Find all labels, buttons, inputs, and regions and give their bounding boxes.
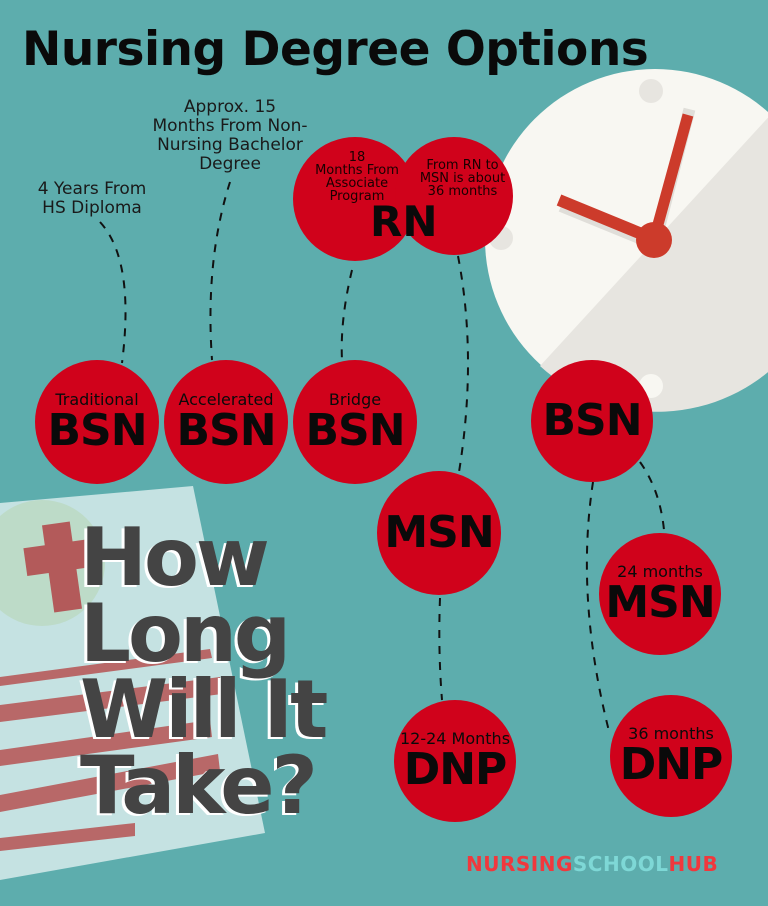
- circle-sub-label: Accelerated: [178, 389, 274, 409]
- clock-icon: [485, 69, 768, 412]
- brand-part: HUB: [668, 852, 719, 876]
- accelerated-bsn-circle: Accelerated BSN: [164, 360, 288, 484]
- msn-right-circle: 24 months MSN: [599, 533, 721, 655]
- page-title: Nursing Degree Options: [22, 22, 649, 77]
- note-line: 36 months: [427, 184, 498, 199]
- note-line: MSN is about: [419, 171, 506, 186]
- circle-label: BSN: [305, 404, 405, 456]
- rn-right-circle: [395, 137, 513, 255]
- accelerated-duration-note: Approx. 15 Months From Non- Nursing Bach…: [150, 98, 310, 174]
- circle-label: BSN: [47, 404, 147, 456]
- circle-label: BSN: [542, 395, 642, 446]
- brand-part: SCHOOL: [572, 852, 669, 876]
- rn-associate-note: 18 Months From Associate Program: [297, 151, 417, 203]
- rn-to-msn-note: From RN to MSN is about 36 months: [415, 159, 510, 198]
- circle-sub-label: Bridge: [328, 389, 382, 409]
- headline-line: How: [80, 511, 270, 604]
- note-line: HS Diploma: [42, 198, 142, 218]
- circle-sub-label: 24 months: [617, 561, 703, 581]
- circle-sub-label: 12-24 Months: [399, 728, 511, 748]
- headline-line: Will It: [80, 663, 328, 756]
- note-line: Degree: [199, 154, 261, 174]
- rn-label: RN: [370, 197, 438, 246]
- brand-part: NURSING: [466, 852, 573, 876]
- brand-logo: NURSINGSCHOOLHUB: [466, 852, 718, 876]
- circle-label: MSN: [384, 507, 494, 558]
- dnp-right-circle: 36 months DNP: [610, 695, 732, 817]
- note-line: Approx. 15: [183, 97, 277, 117]
- note-line: 18: [348, 150, 366, 165]
- circle-label: MSN: [605, 576, 715, 628]
- note-line: Months From Non-: [152, 116, 308, 136]
- connector-lines: [99, 181, 665, 736]
- note-line: From RN to: [426, 158, 499, 173]
- how-long-headline: How Long Will It Take?: [80, 511, 328, 832]
- circle-sub-label: Traditional: [55, 389, 139, 409]
- circle-label: DNP: [403, 743, 508, 795]
- circle-label: BSN: [176, 404, 276, 456]
- msn-center-circle: MSN: [377, 471, 501, 595]
- traditional-duration-note: 4 Years From HS Diploma: [27, 180, 157, 218]
- traditional-bsn-circle: Traditional BSN: [35, 360, 159, 484]
- bsn-circle: BSN: [531, 360, 653, 482]
- circle-label: DNP: [619, 738, 724, 790]
- headline-line: Take?: [80, 739, 318, 832]
- dnp-center-circle: 12-24 Months DNP: [394, 700, 516, 822]
- note-line: 4 Years From: [37, 179, 147, 199]
- headline-line: Long: [80, 587, 291, 680]
- note-line: Months From: [315, 163, 399, 178]
- note-line: Associate: [325, 176, 389, 191]
- bridge-bsn-circle: Bridge BSN: [293, 360, 417, 484]
- note-line: Program: [329, 189, 385, 204]
- document-icon: [0, 486, 265, 880]
- circle-sub-label: 36 months: [628, 723, 714, 743]
- note-line: Nursing Bachelor: [157, 135, 303, 155]
